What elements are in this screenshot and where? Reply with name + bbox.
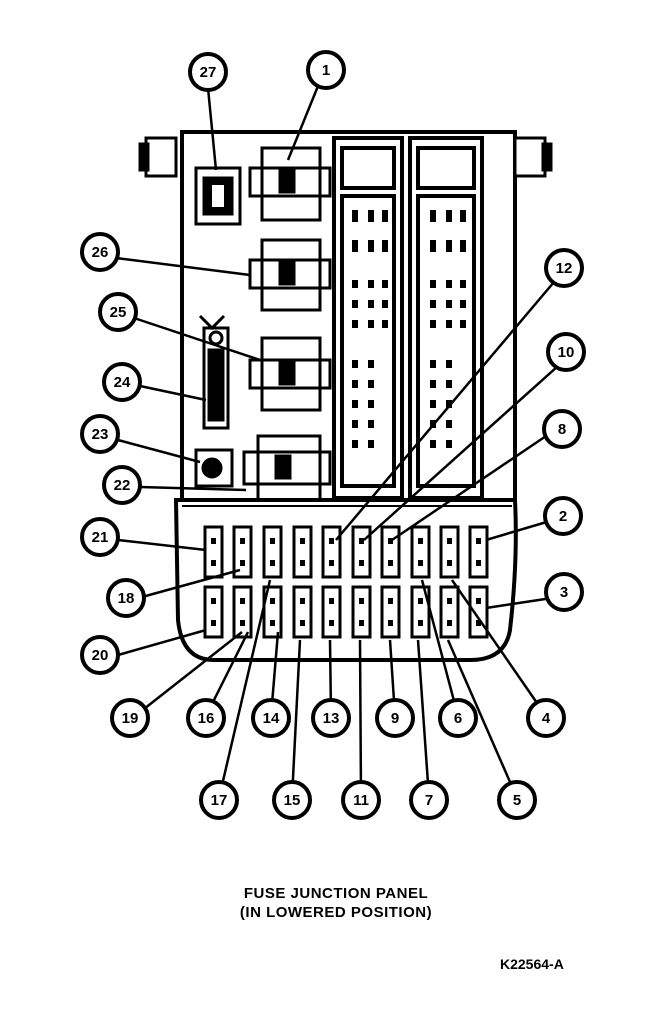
mounting-tabs [138,136,553,178]
callout-16: 16 [186,698,226,738]
svg-text:14: 14 [263,710,280,727]
leader-lines [115,85,559,799]
callouts: 27 1 26 25 24 23 22 21 18 20 12 10 8 2 3… [80,50,586,820]
relay-1 [248,146,332,222]
svg-text:10: 10 [558,344,575,361]
callout-19: 19 [110,698,150,738]
circuit-breaker-24 [198,314,230,430]
figure-id: K22564-A [500,956,564,972]
svg-text:3: 3 [560,584,568,601]
svg-text:18: 18 [118,590,135,607]
callout-27: 27 [188,52,228,92]
fuse-rows [203,525,489,639]
svg-text:1: 1 [322,62,330,79]
callout-1: 1 [306,50,346,90]
callout-18: 18 [106,578,146,618]
callout-10: 10 [546,332,586,372]
svg-text:20: 20 [92,647,109,664]
svg-text:25: 25 [110,304,127,321]
callout-23: 23 [80,414,120,454]
svg-text:26: 26 [92,244,109,261]
svg-text:15: 15 [284,792,301,809]
callout-13: 13 [311,698,351,738]
svg-text:13: 13 [323,710,340,727]
callout-6: 6 [438,698,478,738]
callout-11: 11 [341,780,381,820]
callout-7: 7 [409,780,449,820]
connector-right [408,136,484,500]
svg-text:27: 27 [200,64,217,81]
svg-text:9: 9 [391,710,399,727]
callout-15: 15 [272,780,312,820]
svg-text:2: 2 [559,508,567,525]
callout-21: 21 [80,517,120,557]
caption-title: FUSE JUNCTION PANEL [243,885,429,902]
svg-text:4: 4 [542,710,551,727]
relay-22 [242,434,332,502]
callout-8: 8 [542,409,582,449]
svg-text:7: 7 [425,792,433,809]
callout-17: 17 [199,780,239,820]
callout-22: 22 [102,465,142,505]
svg-text:11: 11 [353,792,369,809]
callout-24: 24 [102,362,142,402]
callout-26: 26 [80,232,120,272]
svg-text:6: 6 [454,710,462,727]
relay-27 [194,166,242,226]
caption-subtitle: (IN LOWERED POSITION) [239,904,433,921]
svg-text:19: 19 [122,710,139,727]
callout-2: 2 [543,496,583,536]
callout-20: 20 [80,635,120,675]
svg-text:24: 24 [114,374,131,391]
panel-housing [173,130,518,662]
svg-text:16: 16 [198,710,215,727]
connector-left [332,136,404,500]
svg-text:17: 17 [211,792,228,809]
callout-25: 25 [98,292,138,332]
relay-25 [248,336,332,412]
svg-text:8: 8 [558,421,566,438]
callout-4: 4 [526,698,566,738]
callout-9: 9 [375,698,415,738]
component-23 [194,448,234,488]
svg-text:22: 22 [114,477,131,494]
svg-text:21: 21 [92,529,109,546]
callout-12: 12 [544,248,584,288]
callout-5: 5 [497,780,537,820]
callout-14: 14 [251,698,291,738]
svg-text:23: 23 [92,426,109,443]
callout-3: 3 [544,572,584,612]
svg-text:5: 5 [513,792,521,809]
svg-text:12: 12 [556,260,573,277]
relay-26 [248,238,332,312]
